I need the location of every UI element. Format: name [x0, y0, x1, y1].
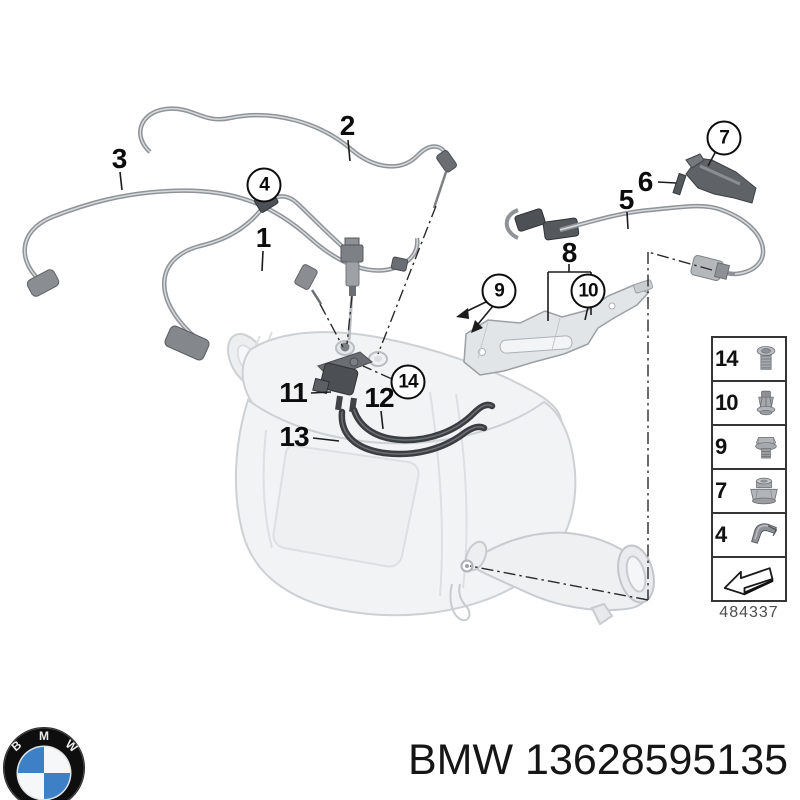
leader-lines	[119, 139, 717, 442]
legend-label: 9	[715, 434, 727, 459]
oxygen-sensor	[340, 237, 364, 296]
legend-label: 7	[715, 478, 727, 503]
callout-10-circled: 10	[570, 273, 606, 309]
callout-9-circled: 9	[481, 273, 517, 309]
callout-2: 2	[339, 110, 356, 141]
torx-screw-icon	[756, 346, 776, 370]
callout-4-circled: 4	[246, 167, 282, 203]
callout-11: 11	[279, 377, 308, 408]
legend-row-14: 14	[713, 338, 785, 382]
legend-row-10: 10	[713, 382, 785, 426]
cable-2-fitting	[436, 150, 457, 173]
temp-sensor-probe	[294, 264, 323, 305]
callout-1: 1	[255, 222, 272, 253]
exhaust-parts-illustration	[22, 106, 766, 626]
callout-6: 6	[637, 166, 654, 197]
callout-14-circled: 14	[390, 364, 426, 400]
leader-arrowheads	[456, 308, 483, 333]
legend-row-4: 4	[713, 514, 785, 558]
pressure-sensor	[312, 351, 373, 413]
cable-2-probe	[432, 171, 448, 209]
callout-13: 13	[279, 421, 309, 452]
pressure-hoses	[338, 401, 496, 458]
expanding-rivet-icon	[756, 390, 776, 416]
direction-arrow-icon	[723, 567, 774, 596]
hex-flange-bolt-icon	[755, 437, 777, 459]
legend-label: 4	[715, 522, 727, 547]
sensor-bracket-7	[672, 153, 757, 204]
drawing-number: 484337	[719, 604, 779, 621]
cable-2	[138, 106, 451, 169]
mounting-bracket	[463, 279, 654, 376]
clamp-6	[672, 172, 687, 196]
collar-nut-icon	[750, 477, 778, 505]
callout-7-circled: 7	[706, 120, 742, 156]
cable-1-connector	[164, 325, 210, 361]
sensor-cables	[22, 106, 457, 361]
part-number-text: BMW 13628595135	[408, 736, 789, 784]
callout-3: 3	[111, 143, 128, 174]
legend-row-9: 9	[713, 426, 785, 470]
sensor-cable-5	[504, 203, 766, 281]
callout-5: 5	[618, 184, 635, 215]
spring-clip-icon	[751, 523, 778, 544]
phantom-lines	[319, 205, 713, 601]
cable-3-connector	[26, 269, 60, 297]
callout-12: 12	[364, 382, 394, 413]
bmw-logo: B M W	[3, 727, 85, 800]
callout-8: 8	[561, 237, 578, 268]
legend-row-7: 7	[713, 470, 785, 514]
cable-fitting	[390, 256, 409, 272]
legend-label: 10	[715, 390, 738, 415]
legend-row-direction	[713, 558, 785, 600]
dpf-body	[227, 331, 655, 626]
fastener-legend: 14 10 9	[711, 336, 787, 602]
logo-letter-m: M	[39, 729, 49, 743]
legend-label: 14	[715, 346, 738, 371]
cable-1	[162, 194, 351, 340]
